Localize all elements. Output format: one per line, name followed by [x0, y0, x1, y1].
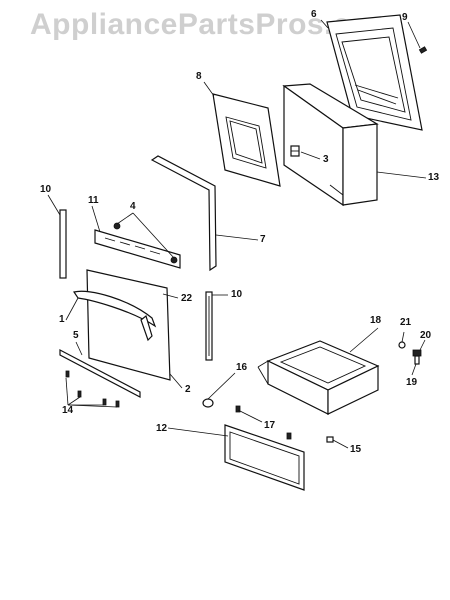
screw-part-9 [418, 46, 428, 54]
bottom-strip-part-5 [59, 349, 141, 398]
callout-8: 8 [196, 71, 202, 82]
nut-part-21 [398, 341, 406, 349]
side-trim-right-part-10 [205, 291, 213, 361]
callout-1: 1 [59, 314, 65, 325]
callout-22: 22 [181, 293, 193, 304]
callout-2: 2 [185, 384, 191, 395]
outer-door-panel-part-2 [86, 269, 171, 381]
callout-15: 15 [350, 444, 362, 455]
screw-part-17-a [235, 405, 241, 413]
screw-part-14-a [65, 370, 70, 378]
clip-part-4-b [170, 256, 178, 264]
callout-6: 6 [311, 9, 317, 20]
callout-11: 11 [88, 195, 99, 206]
vent-bar-part-11 [94, 229, 181, 269]
bumper-part-16 [202, 398, 214, 408]
hinge-clip-part-3 [290, 145, 300, 157]
callout-21: 21 [400, 317, 412, 328]
door-handle-part-1 [73, 290, 157, 342]
clip-part-4-a [113, 222, 121, 230]
leader-lines [47, 19, 427, 449]
callout-16: 16 [236, 362, 248, 373]
callout-7: 7 [260, 234, 266, 245]
screw-part-17-b [286, 432, 292, 440]
screw-part-14-d [115, 400, 120, 408]
callout-17: 17 [264, 420, 276, 431]
door-frame-part-6 [326, 14, 423, 131]
screw-part-14-c [102, 398, 107, 406]
leveling-leg-part-20 [412, 349, 422, 365]
callout-13: 13 [428, 172, 440, 183]
callout-9: 9 [402, 12, 408, 23]
callout-12: 12 [156, 423, 168, 434]
callout-20: 20 [420, 330, 432, 341]
drawer-front-part-12 [224, 424, 305, 491]
door-gasket-part-7 [150, 155, 217, 272]
drawer-pan-part-18 [257, 340, 380, 415]
callout-5: 5 [73, 330, 79, 341]
callout-19: 19 [406, 377, 418, 388]
callout-10-left: 10 [40, 184, 52, 195]
callout-14: 14 [62, 405, 74, 416]
callout-18: 18 [370, 315, 382, 326]
side-trim-left-part-10 [59, 209, 67, 279]
callout-3: 3 [323, 154, 329, 165]
callout-4: 4 [130, 201, 136, 212]
callout-10-right: 10 [231, 289, 243, 300]
clip-part-15 [326, 436, 334, 443]
inner-door-panel-part-8 [212, 93, 281, 187]
screw-part-14-b [77, 390, 82, 398]
insulation-box-part-13 [282, 83, 379, 207]
